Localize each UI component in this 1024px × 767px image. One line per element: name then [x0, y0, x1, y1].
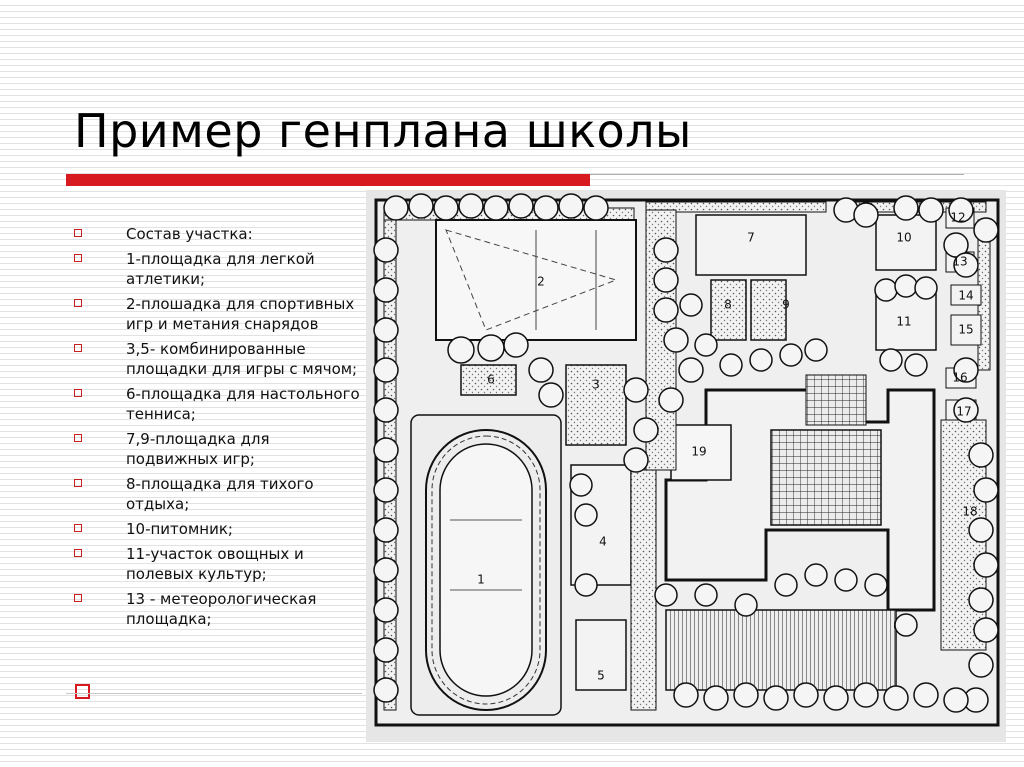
- bullet-item: 2-плошадка для спортивных игр и метания …: [74, 294, 364, 334]
- zone-label-10: 10: [896, 231, 911, 245]
- bullet-item: 1-площадка для легкой атлетики;: [74, 249, 364, 289]
- zone-label-19: 19: [691, 445, 706, 459]
- square-bullet-icon: [74, 389, 82, 397]
- zone-active-games-9: [750, 279, 787, 341]
- zone-label-2: 2: [537, 275, 545, 289]
- zone-label-7: 7: [747, 231, 755, 245]
- square-bullet-icon: [74, 549, 82, 557]
- zone-label-18: 18: [962, 505, 977, 519]
- bullet-item: 11-участок овощных и полевых культур;: [74, 544, 364, 584]
- bullet-text: 1-площадка для легкой атлетики;: [126, 250, 315, 288]
- site-plan-drawing: 1 2 3 4 5 6 7 8 9 10 11 12 13 14 15 16 1…: [366, 190, 1006, 742]
- bullet-text: 13 - метеорологическая площадка;: [126, 590, 317, 628]
- zone-table-tennis: [460, 364, 517, 396]
- bullet-text: 2-плошадка для спортивных игр и метания …: [126, 295, 355, 333]
- square-bullet-icon: [74, 434, 82, 442]
- entrance-paving: [805, 374, 867, 426]
- title-underline-red: [66, 174, 590, 186]
- zone-label-6: 6: [487, 373, 495, 387]
- zone-label-17: 17: [956, 405, 971, 419]
- zone-active-games-7: [695, 214, 807, 276]
- zone-ball-games-5: [575, 619, 627, 691]
- zone-label-12: 12: [950, 211, 965, 225]
- zone-label-16: 16: [952, 371, 967, 385]
- square-bullet-icon: [74, 299, 82, 307]
- square-bullet-icon: [74, 594, 82, 602]
- square-bullet-icon: [74, 254, 82, 262]
- zone-label-11: 11: [896, 315, 911, 329]
- zone-label-8: 8: [724, 298, 732, 312]
- slide-title: Пример генплана школы: [74, 104, 692, 158]
- site-plan-figure: 1 2 3 4 5 6 7 8 9 10 11 12 13 14 15 16 1…: [366, 190, 1006, 742]
- zone-label-3: 3: [592, 378, 600, 392]
- bullet-text: 10-питомник;: [126, 520, 233, 538]
- zone-label-4: 4: [599, 535, 607, 549]
- plot-15: [950, 314, 982, 346]
- bullet-list: Состав участка: 1-площадка для легкой ат…: [74, 224, 364, 634]
- zone-label-15: 15: [958, 323, 973, 337]
- path-strip: [630, 469, 657, 711]
- bullet-item: Состав участка:: [74, 224, 364, 244]
- bullet-text: 3,5- комбинированные площадки для игры с…: [126, 340, 358, 378]
- bottom-divider: [66, 693, 362, 694]
- zone-label-1: 1: [477, 573, 485, 587]
- running-track-outer: [425, 429, 547, 711]
- zone-nursery-10: [875, 214, 937, 271]
- zone-ball-games-3: [565, 364, 627, 446]
- bullet-item: 7,9-площадка для подвижных игр;: [74, 429, 364, 469]
- bullet-text: 11-участок овощных и полевых культур;: [126, 545, 304, 583]
- square-bullet-icon: [74, 229, 82, 237]
- title-underline-thin: [590, 174, 964, 175]
- plot-14: [950, 284, 982, 306]
- running-track-inner: [439, 443, 533, 697]
- bullet-text: 6-площадка для настольного тенниса;: [126, 385, 360, 423]
- fence-band: [645, 201, 827, 213]
- square-bullet-icon: [74, 524, 82, 532]
- zone-label-13: 13: [952, 255, 967, 269]
- square-bullet-icon: [74, 344, 82, 352]
- bullet-item: 3,5- комбинированные площадки для игры с…: [74, 339, 364, 379]
- bullet-item: 8-площадка для тихого отдыха;: [74, 474, 364, 514]
- zone-label-5: 5: [597, 669, 605, 683]
- zone-quiet-rest-8: [710, 279, 747, 341]
- building-courtyard: [770, 429, 882, 526]
- empty-square-bullet-icon: [75, 684, 90, 699]
- zone-label-9: 9: [782, 298, 790, 312]
- bullet-text: 8-площадка для тихого отдыха;: [126, 475, 314, 513]
- running-track-lane: [431, 435, 541, 705]
- bullet-item: 13 - метеорологическая площадка;: [74, 589, 364, 629]
- bullet-text: 7,9-площадка для подвижных игр;: [126, 430, 270, 468]
- bullet-item: 10-питомник;: [74, 519, 364, 539]
- paved-yard: [665, 609, 897, 691]
- zone-label-14: 14: [958, 289, 973, 303]
- bullet-text: Состав участка:: [126, 225, 253, 243]
- square-bullet-icon: [74, 479, 82, 487]
- bullet-item: 6-площадка для настольного тенниса;: [74, 384, 364, 424]
- throwing-sector: [445, 229, 618, 331]
- trees: [373, 193, 999, 713]
